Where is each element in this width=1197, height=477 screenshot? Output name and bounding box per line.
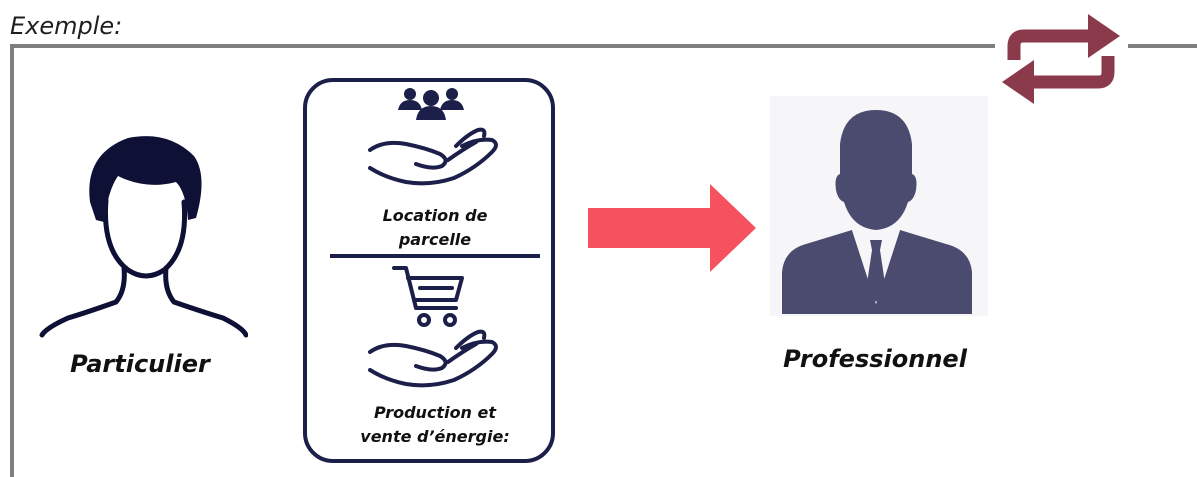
location-label-line-2: parcelle: [398, 230, 472, 249]
services-box: [303, 78, 555, 463]
professionnel-label: Professionnel: [783, 345, 967, 373]
hand-icon-2: [368, 329, 498, 388]
services-divider: [330, 254, 540, 258]
cart-icon: [392, 266, 464, 327]
frame-top-line-left: [10, 44, 995, 48]
production-label-line-2: vente d’énergie:: [360, 427, 510, 446]
location-label-line-1: Location de: [382, 206, 488, 225]
exchange-arrows-icon: [1002, 14, 1120, 104]
particulier-label: Particulier: [70, 350, 210, 378]
production-label: Production et vente d’énergie:: [330, 401, 540, 449]
frame-left-line: [10, 44, 14, 477]
right-arrow-icon: [588, 184, 756, 272]
production-label-line-1: Production et: [373, 403, 497, 422]
diagram-title: Exemple:: [10, 12, 123, 40]
businessman-icon: [782, 110, 972, 314]
location-label: Location de parcelle: [350, 204, 520, 252]
person-outline-icon: [39, 136, 248, 338]
group-icon: [398, 88, 464, 120]
frame-top-line-right: [1128, 44, 1197, 48]
hand-icon: [368, 127, 498, 186]
